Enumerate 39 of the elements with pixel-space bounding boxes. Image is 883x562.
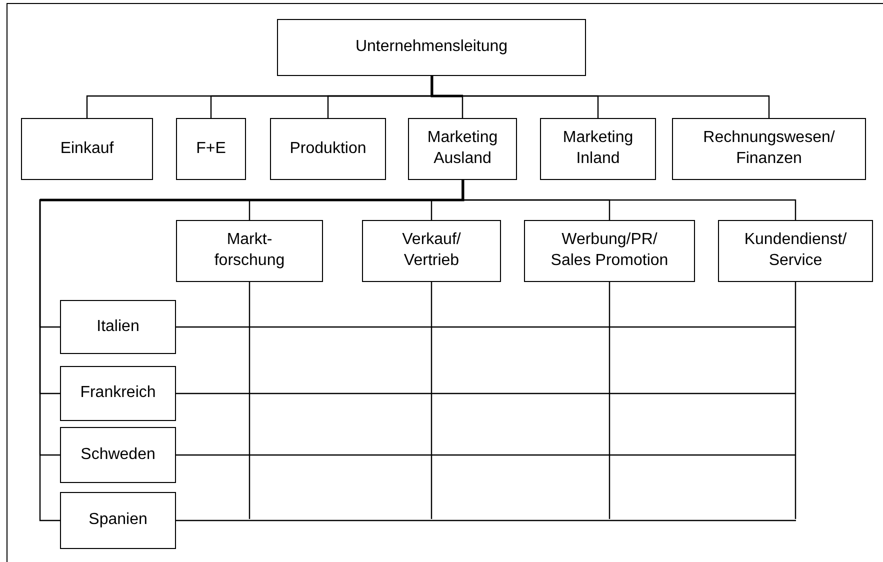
unit-name: Unternehmensleitung bbox=[355, 37, 508, 58]
unit-name: F+E bbox=[196, 138, 226, 159]
org-unit-box bbox=[277, 19, 586, 76]
matrix-line bbox=[176, 326, 796, 328]
unit-name: Werbung/PR/ Sales Promotion bbox=[550, 230, 670, 271]
matrix-line bbox=[794, 282, 796, 519]
matrix-line bbox=[176, 454, 796, 456]
org-unit-box bbox=[718, 220, 873, 282]
unit-name: Schweden bbox=[80, 444, 156, 465]
org-unit-box bbox=[362, 220, 501, 282]
matrix-line bbox=[248, 282, 250, 519]
matrix-line bbox=[608, 282, 610, 519]
org-unit-box bbox=[21, 118, 153, 180]
org-unit-box bbox=[176, 220, 323, 282]
unit-name: Kundendienst/ Service bbox=[743, 230, 848, 271]
connector-line bbox=[430, 76, 770, 118]
unit-name: Produktion bbox=[290, 138, 366, 159]
org-unit-box bbox=[408, 118, 517, 180]
org-unit-box bbox=[60, 300, 176, 354]
unit-name: Marketing Ausland bbox=[426, 128, 499, 169]
unit-name: Markt- forschung bbox=[213, 230, 286, 271]
org-unit-box bbox=[672, 118, 866, 180]
org-unit-box bbox=[270, 118, 386, 180]
matrix-line bbox=[176, 392, 796, 394]
unit-name: Frankreich bbox=[80, 383, 156, 404]
org-unit-box bbox=[540, 118, 656, 180]
unit-name: Italien bbox=[96, 316, 140, 337]
org-unit-box bbox=[60, 492, 176, 549]
org-unit-box bbox=[60, 366, 176, 421]
org-unit-box bbox=[176, 118, 246, 180]
unit-name: Rechnungswesen/ Finanzen bbox=[702, 128, 836, 169]
unit-name: Spanien bbox=[88, 510, 148, 530]
org-unit-box bbox=[60, 427, 176, 483]
org-unit-box bbox=[524, 220, 695, 282]
matrix-line bbox=[176, 520, 796, 522]
unit-name: Einkauf bbox=[60, 138, 114, 159]
unit-name: Marketing Inland bbox=[562, 128, 634, 169]
matrix-line bbox=[430, 282, 432, 519]
unit-name: Verkauf/ Vertrieb bbox=[401, 230, 462, 271]
